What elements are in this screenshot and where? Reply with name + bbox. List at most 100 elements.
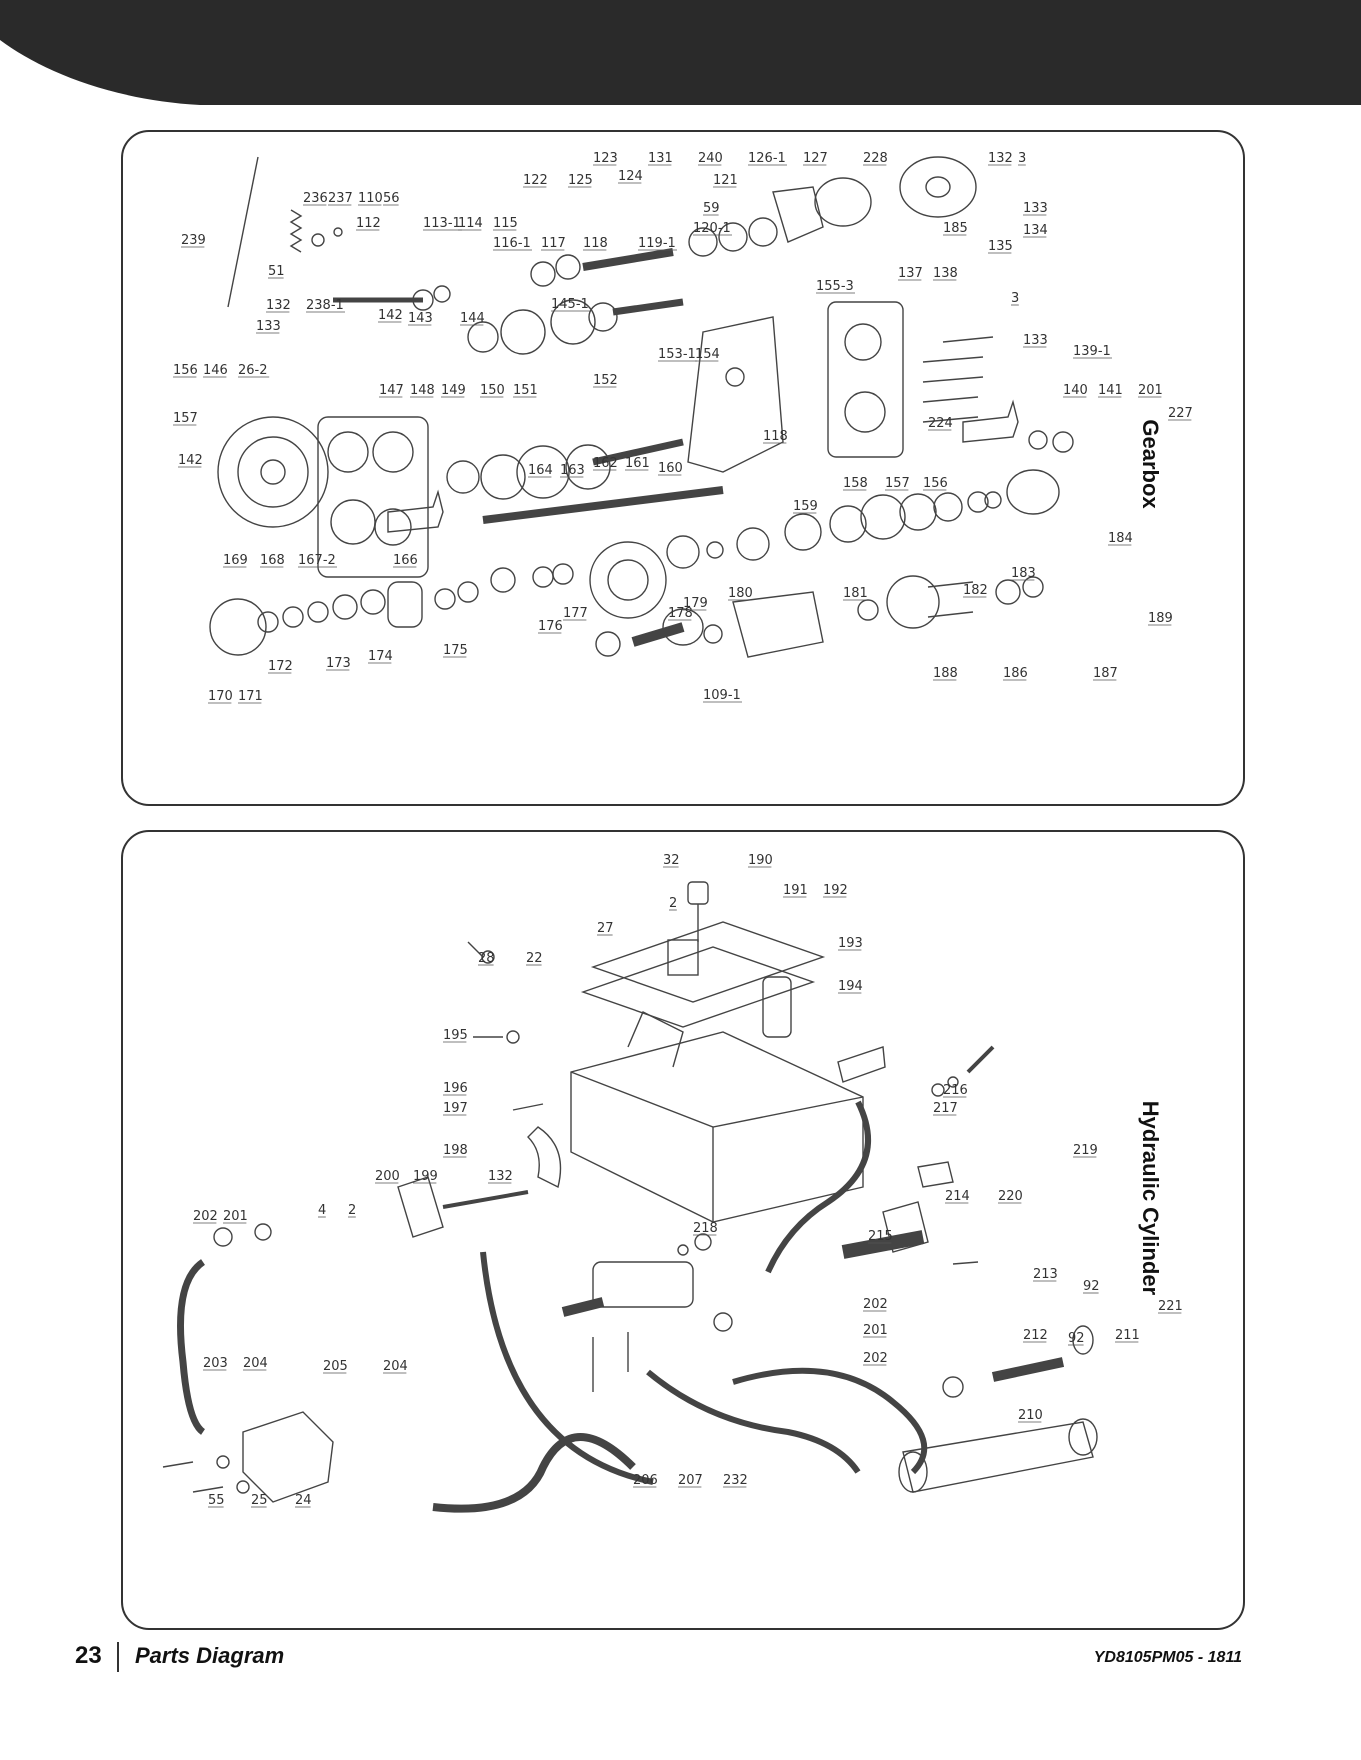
- plate-200-drawing: [397, 1176, 444, 1238]
- gearbox-callout-148: 148: [410, 383, 435, 398]
- gearbox-callout-132: 132: [266, 298, 291, 313]
- gearbox-callout-179: 179: [683, 596, 708, 611]
- brake-drum-drawing: [814, 177, 872, 227]
- hydraulic-callout-201: 201: [223, 1209, 248, 1224]
- hydraulic-callout-27: 27: [597, 921, 614, 936]
- hydraulic-callout-202: 202: [193, 1209, 218, 1224]
- hydraulic-callout-214: 214: [945, 1189, 970, 1204]
- gearbox-callout-121: 121: [713, 173, 738, 188]
- hydraulic-callout-202: 202: [863, 1351, 888, 1366]
- pin-216-drawing: [837, 1046, 886, 1083]
- gearbox-callout-155-3: 155-3: [816, 279, 854, 294]
- reservoir-205-drawing: [242, 1411, 334, 1503]
- gearbox-callout-116-1: 116-1: [493, 236, 531, 251]
- housing-186-drawing: [886, 575, 940, 629]
- spring-drawing: [289, 209, 303, 253]
- gearbox-callout-145-1: 145-1: [551, 297, 589, 312]
- pulley-drawing: [217, 416, 329, 528]
- gearbox-callout-238-1: 238-1: [306, 298, 344, 313]
- hydraulic-callout-28: 28: [478, 951, 495, 966]
- gearbox-callout-150: 150: [480, 383, 505, 398]
- gearbox-callout-237: 237: [328, 191, 353, 206]
- plate-220-drawing: [917, 1161, 954, 1188]
- gearbox-callout-189: 189: [1148, 611, 1173, 626]
- gearbox-callout-135: 135: [988, 239, 1013, 254]
- gearbox-callout-183: 183: [1011, 566, 1036, 581]
- hydraulic-callout-204: 204: [383, 1359, 408, 1374]
- gearbox-callout-172: 172: [268, 659, 293, 674]
- hose-203-drawing: [177, 1259, 206, 1435]
- gearbox-callout-109-1: 109-1: [703, 688, 741, 703]
- gasket-drawing: [687, 316, 784, 473]
- gearbox-callout-146: 146: [203, 363, 228, 378]
- hydraulic-callout-211: 211: [1115, 1328, 1140, 1343]
- gearbox-callout-140: 140: [1063, 383, 1088, 398]
- gearbox-callout-180: 180: [728, 586, 753, 601]
- gearbox-callout-168: 168: [260, 553, 285, 568]
- hydraulic-callout-191: 191: [783, 883, 808, 898]
- cylinder-210-drawing: [902, 1421, 1094, 1493]
- hydraulic-callout-92: 92: [1083, 1279, 1100, 1294]
- gearbox-callout-167-2: 167-2: [298, 553, 336, 568]
- hydraulic-callout-201: 201: [863, 1323, 888, 1338]
- rod-211-drawing: [991, 1357, 1065, 1382]
- gearbox-callout-115: 115: [493, 216, 518, 231]
- gearbox-callout-161: 161: [625, 456, 650, 471]
- gearbox-callout-149: 149: [441, 383, 466, 398]
- hose-206-drawing: [480, 1251, 654, 1485]
- gearbox-callout-177: 177: [563, 606, 588, 621]
- gearbox-callout-59: 59: [703, 201, 720, 216]
- hydraulic-callout-2: 2: [669, 896, 677, 911]
- gearbox-callout-124: 124: [618, 169, 643, 184]
- gearbox-callout-139-1: 139-1: [1073, 344, 1111, 359]
- gearbox-callout-224: 224: [928, 416, 953, 431]
- gearbox-callout-133: 133: [1023, 201, 1048, 216]
- main-shaft-drawing: [482, 486, 724, 524]
- valve-218-drawing: [592, 1261, 694, 1308]
- gearbox-callout-123: 123: [593, 151, 618, 166]
- hydraulic-callout-212: 212: [1023, 1328, 1048, 1343]
- gearbox-callout-153-1: 153-1: [658, 347, 696, 362]
- gearbox-callout-169: 169: [223, 553, 248, 568]
- shift-fork-141-drawing: [962, 399, 1019, 443]
- shaft-118-drawing: [582, 248, 674, 271]
- gearbox-callout-170: 170: [208, 689, 233, 704]
- gearbox-callout-114: 114: [458, 216, 483, 231]
- hydraulic-callout-193: 193: [838, 936, 863, 951]
- hydraulic-callout-220: 220: [998, 1189, 1023, 1204]
- hydraulic-callout-202: 202: [863, 1297, 888, 1312]
- gearbox-callout-119-1: 119-1: [638, 236, 676, 251]
- gearbox-housing-left-drawing: [317, 416, 429, 578]
- gearbox-callout-181: 181: [843, 586, 868, 601]
- gear-150-drawing: [516, 445, 570, 499]
- gearbox-callout-173: 173: [326, 656, 351, 671]
- gearbox-callout-133: 133: [256, 319, 281, 334]
- gearbox-callout-131: 131: [648, 151, 673, 166]
- footer-title: Parts Diagram: [135, 1643, 285, 1668]
- hydraulic-callout-92: 92: [1068, 1331, 1085, 1346]
- cover-170-drawing: [209, 598, 267, 656]
- shift-fork-166-drawing: [387, 489, 444, 533]
- tank-195-drawing: [570, 1031, 864, 1223]
- gearbox-callout-160: 160: [658, 461, 683, 476]
- gearbox-callout-185: 185: [943, 221, 968, 236]
- gearbox-callout-56: 56: [383, 191, 400, 206]
- header-band: [0, 0, 1361, 105]
- gearbox-callout-122: 122: [523, 173, 548, 188]
- hose-232-drawing: [646, 1369, 861, 1474]
- gearbox-callout-158: 158: [843, 476, 868, 491]
- hydraulic-callout-216: 216: [943, 1083, 968, 1098]
- filter-194-drawing: [762, 976, 792, 1038]
- gearbox-callout-227: 227: [1168, 406, 1193, 421]
- page-number: 23: [75, 1642, 102, 1669]
- gearbox-callout-142: 142: [378, 308, 403, 323]
- gearbox-callout-120-1: 120-1: [693, 221, 731, 236]
- hydraulic-callout-219: 219: [1073, 1143, 1098, 1158]
- gear-151-drawing: [565, 444, 611, 490]
- gearbox-callout-137: 137: [898, 266, 923, 281]
- gearbox-callout-133: 133: [1023, 333, 1048, 348]
- pulley-134-drawing: [899, 156, 977, 218]
- shift-rod-drawing: [227, 156, 259, 308]
- gearbox-callout-118: 118: [763, 429, 788, 444]
- hydraulic-callout-194: 194: [838, 979, 863, 994]
